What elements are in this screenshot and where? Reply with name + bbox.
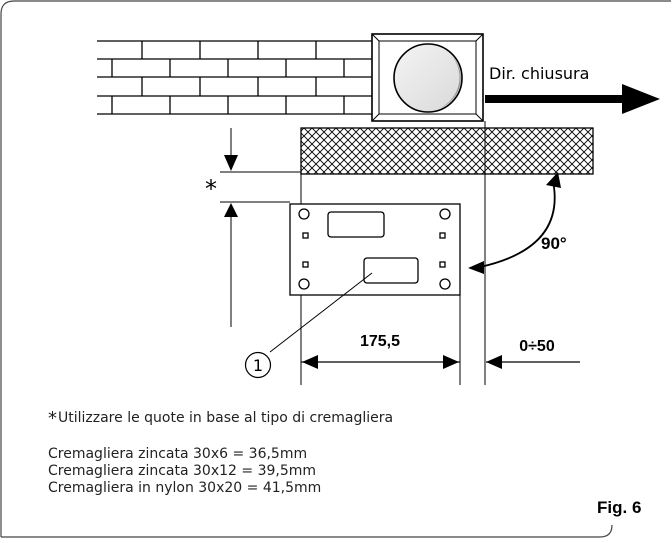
note-text: Utilizzare le quote in base al tipo di c… [58,410,394,426]
dimension-range-label: 0÷50 [519,338,555,355]
gear-circle [393,43,463,113]
direction-label: Dir. chiusura [489,64,589,83]
dimension-range [486,355,580,369]
note-star: * [48,408,57,429]
callout-1 [244,272,373,379]
star-symbol: * [205,175,217,203]
figure-label: Fig. 6 [597,498,642,517]
dimension-175 [301,355,460,369]
mounting-plate [289,203,461,296]
motor-housing [371,33,484,122]
brick-wall [97,40,372,115]
rack-spec-1: Cremagliera zincata 30x6 = 36,5mm [48,446,308,462]
rack-bar [300,127,594,175]
angle-arc [468,172,561,274]
direction-arrow [485,84,660,114]
angle-label: 90° [541,234,567,253]
callout-number: 1 [253,356,263,375]
rack-spec-2: Cremagliera zincata 30x12 = 39,5mm [48,463,317,479]
dimension-175-label: 175,5 [360,333,400,350]
rack-spec-3: Cremagliera in nylon 30x20 = 41,5mm [48,480,322,496]
star-dimension [220,128,301,327]
note-line: *Utilizzare le quote in base al tipo di … [48,408,393,429]
